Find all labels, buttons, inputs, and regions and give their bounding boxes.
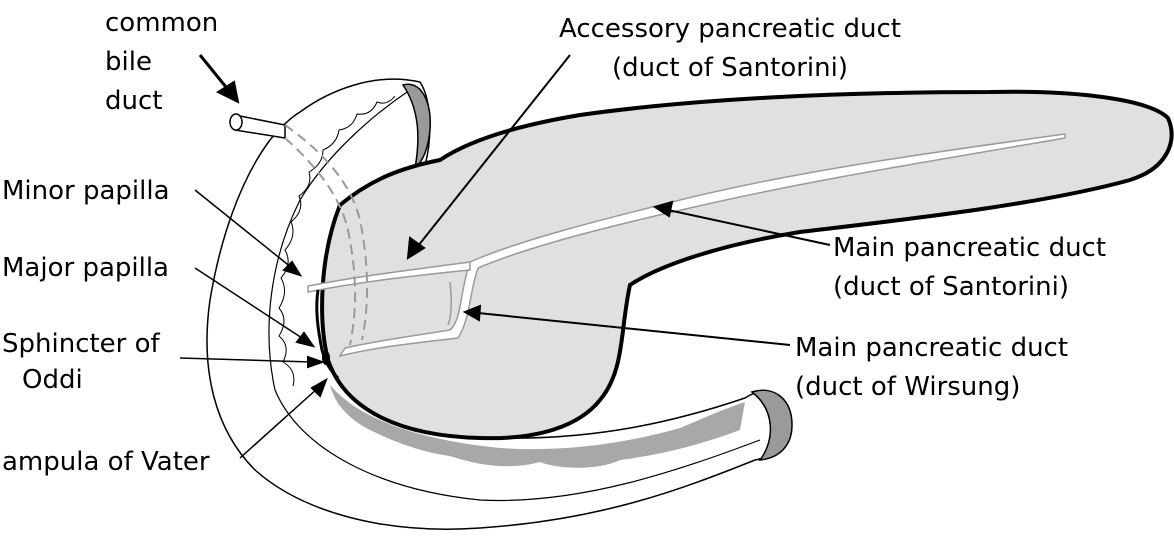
label-common-bile-duct-line3: duct [105,82,218,121]
label-accessory-duct-line1: Accessory pancreatic duct [525,10,935,49]
label-main-duct-santorini-line1: Main pancreatic duct [833,229,1106,268]
label-main-duct-wirsung-line2: (duct of Wirsung) [795,368,1068,407]
label-major-papilla: Major papilla [2,249,169,288]
label-accessory-duct: Accessory pancreatic duct (duct of Santo… [525,10,935,88]
label-ampulla: ampula of Vater [2,443,210,482]
label-common-bile-duct-line2: bile [105,43,218,82]
label-sphincter: Sphincter of Oddi [2,326,160,398]
label-main-duct-santorini: Main pancreatic duct (duct of Santorini) [833,229,1106,307]
label-main-duct-santorini-line2: (duct of Santorini) [833,268,1106,307]
label-main-duct-wirsung-line1: Main pancreatic duct [795,329,1068,368]
label-accessory-duct-line2: (duct of Santorini) [525,49,935,88]
label-sphincter-line1: Sphincter of [2,326,160,362]
common-bile-duct-tube [235,115,285,138]
common-bile-duct-opening [230,114,242,130]
label-common-bile-duct-line1: common [105,4,218,43]
label-sphincter-line2: Oddi [2,362,160,398]
label-minor-papilla: Minor papilla [2,172,170,211]
label-main-duct-wirsung: Main pancreatic duct (duct of Wirsung) [795,329,1068,407]
label-common-bile-duct: common bile duct [105,4,218,121]
major-papilla-opening [322,351,330,365]
